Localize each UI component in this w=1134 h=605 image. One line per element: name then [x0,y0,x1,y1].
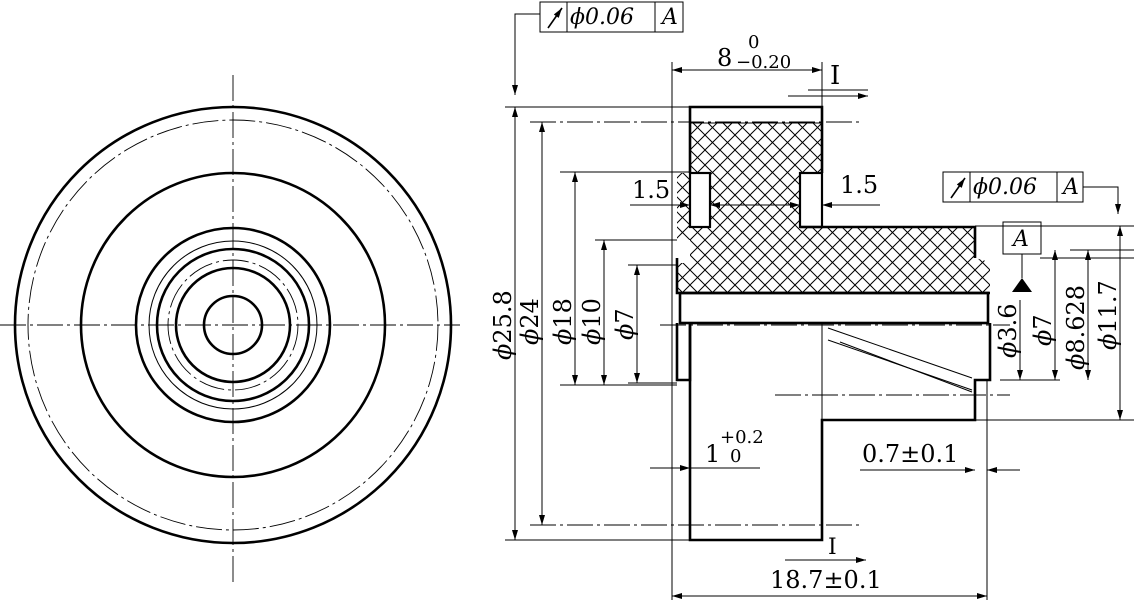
dim-width-upper: 0 [748,32,759,53]
dim-d8628: ϕ8.628 [1062,285,1090,370]
dim-width-nominal: 8 [717,44,732,72]
datum-triangle [1012,278,1032,292]
hub-top-outline [800,225,977,258]
runout-symbol-right [950,177,966,199]
left-step-outline [675,323,692,382]
datum-label: A [1011,227,1029,252]
hub-step-circle [148,240,318,410]
runout-frame-top: ϕ0.06 A [512,1,684,95]
dim-d10: ϕ10 [578,298,606,345]
front-view [0,75,460,585]
dim-groove-right: 1.5 [840,171,878,199]
dim-d24: ϕ24 [516,298,544,345]
datum-feature-a: A [1002,221,1042,292]
dim-groove-left: 1.5 [632,176,670,204]
web-circle [79,171,387,479]
hub-inner-circle [174,266,292,384]
dim-depth-lower: 0 [730,446,741,467]
outer-rim-circle [13,105,453,545]
spline-line-1 [827,327,973,379]
inner-pitch-circle [167,259,299,391]
dim-d36: ϕ3.6 [994,303,1022,358]
hatched-gear-section [677,123,990,293]
spline-line-3 [839,341,973,393]
dim-d18: ϕ18 [549,298,577,345]
dim-d7b: ϕ7 [1029,314,1057,346]
runout-frame-right: ϕ0.06 A [942,171,1121,214]
dim-d117: ϕ11.7 [1094,280,1122,350]
section-mark-top: I [830,61,840,91]
gear-outline-top [688,105,824,173]
runout-top-datum: A [660,5,678,30]
shaft-body [678,291,990,325]
pitch-circle [27,119,439,531]
groove-right [798,171,824,229]
section-mark-bottom: I [828,535,837,560]
dimension-lines [512,67,1123,599]
runout-right-datum: A [1061,175,1079,200]
bore-circle [202,294,264,356]
dimension-texts: ϕ25.8 ϕ24 ϕ18 ϕ10 ϕ7 ϕ3.6 ϕ7 ϕ8.628 ϕ11.… [489,32,1122,594]
dim-depth-nominal: 1 [705,440,720,468]
runout-symbol-top [547,7,563,29]
runout-right-tolerance: ϕ0.06 [973,175,1037,200]
dim-d7: ϕ7 [611,308,639,340]
dim-width-lower: −0.20 [736,52,791,73]
dim-overall: 18.7±0.1 [770,566,882,594]
dim-depth-upper: +0.2 [720,427,764,448]
groove-left [688,171,712,229]
section-view [530,105,1010,542]
dim-shoulder: 0.7±0.1 [862,440,958,468]
hub-outer-circle [134,226,332,424]
hub-mid-circle [155,247,311,403]
runout-top-tolerance: ϕ0.06 [570,5,634,30]
dim-d258: ϕ25.8 [489,290,517,360]
